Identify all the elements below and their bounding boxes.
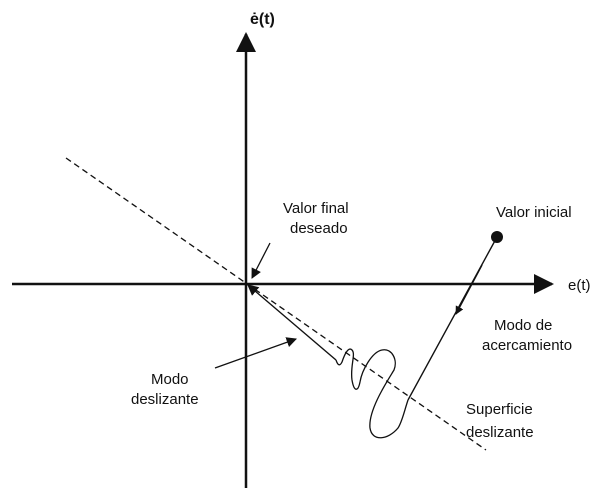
sliding-mode-label-line1: Modo	[151, 371, 189, 388]
y-axis-label: ė(t)	[250, 11, 275, 28]
final-value-label-line2: deseado	[290, 220, 348, 237]
initial-value-label: Valor inicial	[496, 204, 572, 221]
sliding-surface-label-line1: Superficie	[466, 401, 533, 418]
sliding-mode-label-line2: deslizante	[131, 391, 199, 408]
final-value-label-line1: Valor final	[283, 200, 349, 217]
sliding-mode-pointer	[214, 337, 297, 369]
approach-direction-arrow	[455, 264, 483, 315]
final-value-pointer	[251, 242, 271, 279]
approach-trajectory	[407, 236, 498, 401]
approach-mode-label-line2: acercamiento	[482, 337, 572, 354]
initial-value-point	[491, 231, 503, 243]
sliding-surface-line	[65, 157, 487, 451]
sliding-trajectory	[247, 284, 337, 361]
x-axis-label: e(t)	[568, 277, 591, 294]
approach-mode-label-line1: Modo de	[494, 317, 552, 334]
chattering-trajectory	[335, 348, 409, 439]
sliding-surface-label-line2: deslizante	[466, 424, 534, 441]
